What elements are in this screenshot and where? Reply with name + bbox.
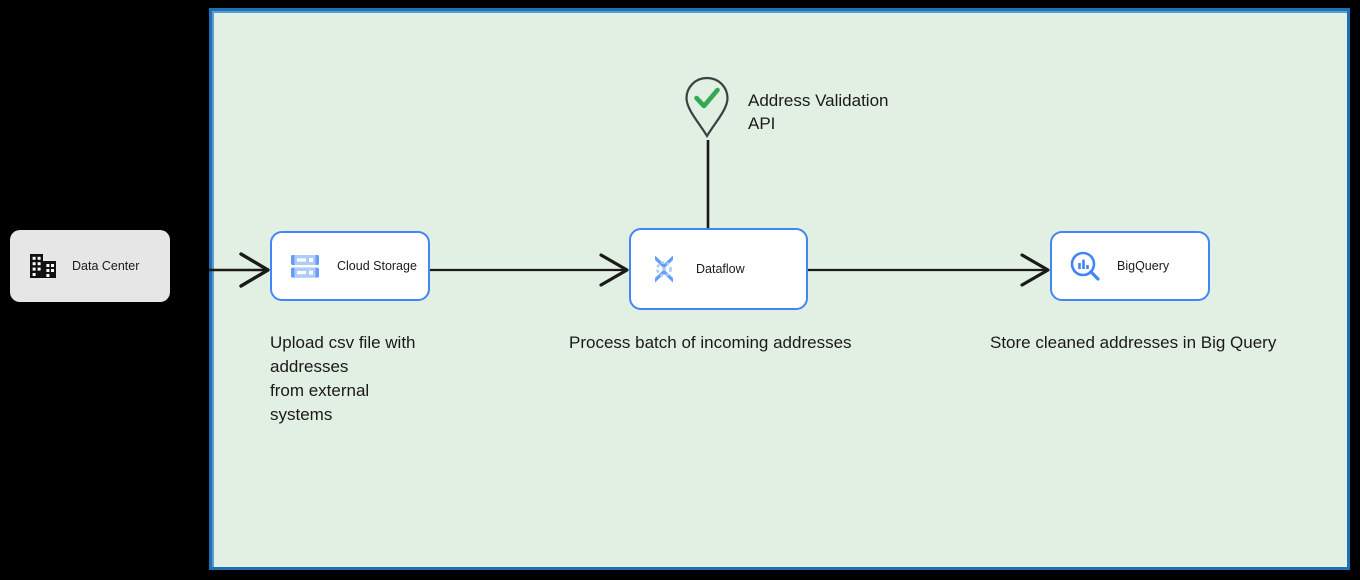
bigquery-icon bbox=[1069, 250, 1101, 282]
dataflow-icon bbox=[648, 253, 680, 285]
node-bigquery[interactable]: BigQuery bbox=[1050, 231, 1210, 301]
building-icon bbox=[28, 251, 58, 281]
caption-dataflow: Process batch of incoming addresses bbox=[569, 333, 852, 352]
node-cloud-storage[interactable]: Cloud Storage bbox=[270, 231, 430, 301]
cloud-storage-icon bbox=[289, 250, 321, 282]
node-dataflow-label: Dataflow bbox=[696, 262, 745, 276]
node-data-center[interactable]: Data Center bbox=[10, 230, 170, 302]
caption-cloud-storage: Upload csv file with addresses from exte… bbox=[270, 333, 416, 424]
node-cloud-storage-label: Cloud Storage bbox=[337, 259, 417, 273]
map-pin-check-icon bbox=[685, 76, 729, 139]
node-data-center-label: Data Center bbox=[72, 259, 140, 273]
caption-bigquery: Store cleaned addresses in Big Query bbox=[990, 333, 1277, 352]
node-address-validation-api[interactable] bbox=[684, 76, 730, 139]
node-dataflow[interactable]: Dataflow bbox=[629, 228, 808, 310]
node-address-validation-api-label: Address Validation API bbox=[748, 91, 889, 133]
node-bigquery-label: BigQuery bbox=[1117, 259, 1170, 273]
